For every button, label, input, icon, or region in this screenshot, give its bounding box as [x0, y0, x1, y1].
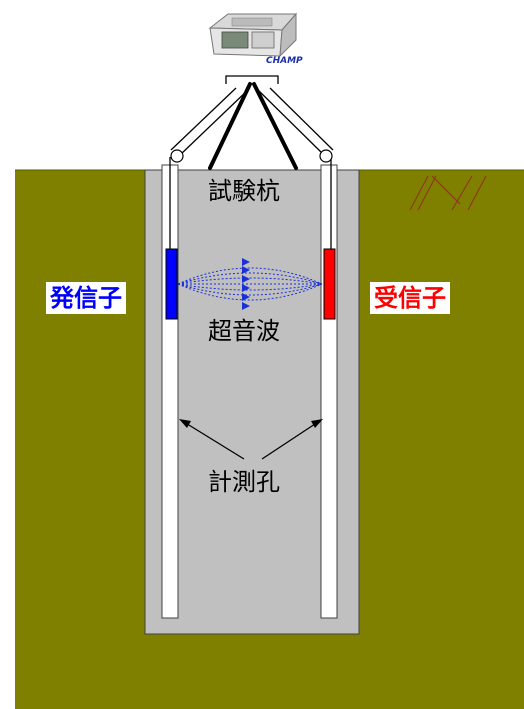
soil-hatch-symbol	[409, 175, 487, 211]
transmitter-label: 発信子	[46, 282, 126, 314]
receiver-label: 受信子	[370, 282, 450, 314]
device-bracket	[225, 75, 279, 84]
arrowhead-left	[179, 419, 191, 428]
receiver-probe	[323, 248, 336, 320]
pulley-right	[319, 149, 333, 163]
device-brand-label: CHAMP	[266, 56, 303, 66]
pulley-left	[170, 149, 184, 163]
test-pile-label: 試験杭	[208, 177, 280, 205]
measurement-hole-right	[320, 164, 338, 619]
arrowhead-right	[311, 419, 323, 428]
pointer-arrows	[183, 421, 319, 460]
measurement-hole-label: 計測孔	[208, 468, 280, 496]
thick-cables	[208, 82, 298, 170]
measuring-device	[208, 12, 298, 58]
thin-cables	[169, 87, 334, 250]
ultrasonic-label: 超音波	[208, 317, 280, 345]
wave-arrowheads	[242, 258, 250, 310]
transmitter-probe	[165, 248, 178, 320]
ultrasonic-wave	[177, 267, 323, 301]
